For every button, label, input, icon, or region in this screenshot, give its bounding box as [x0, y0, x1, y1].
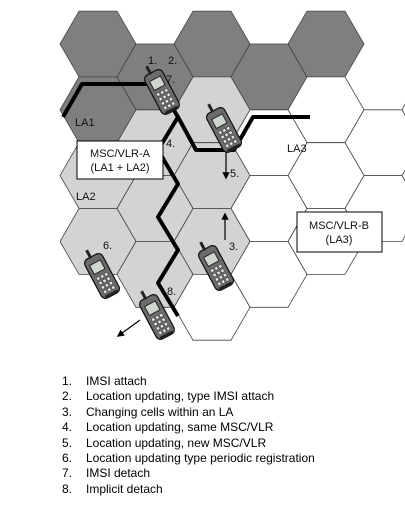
phone-icon [84, 249, 120, 299]
legend-item: 1. IMSI attach [62, 374, 315, 389]
phone-icon [139, 290, 175, 340]
legend-number: 1. [62, 374, 73, 388]
legend-text: Location updating, same MSC/VLR [86, 420, 274, 435]
msc-vlr-a-box: MSC/VLR-A (LA1 + LA2) [76, 140, 164, 180]
legend-number: 7. [62, 466, 73, 481]
legend-text: Location updating, new MSC/VLR [86, 435, 267, 450]
mobile-phones [84, 65, 242, 340]
step-marker-6: 6. [103, 240, 112, 252]
phone-icon [206, 103, 242, 153]
legend-item: 6. Location updating type periodic regist… [62, 451, 315, 466]
legend-item: 3. Changing cells within an LA [62, 405, 315, 420]
step-marker-5: 5. [230, 168, 239, 180]
step-marker-4: 4. [166, 138, 175, 150]
arrow-icon [116, 319, 141, 337]
legend-item: 8. Implicit detach [62, 482, 315, 497]
la1-label: LA1 [75, 117, 95, 129]
step-marker-1: 1. [148, 55, 157, 67]
legend-number: 6. [62, 451, 73, 466]
legend-text: IMSI detach [86, 466, 151, 481]
step-marker-2: 2. [168, 55, 177, 67]
msc-b-areas: (LA3) [326, 234, 353, 246]
msc-a-areas: (LA1 + LA2) [90, 162, 149, 174]
legend-text: Location updating, type IMSI attach [86, 389, 275, 404]
step-marker-7: 7. [166, 74, 175, 86]
legend-text: Implicit detach [86, 481, 163, 496]
location-area-diagram: LA1 LA2 LA3 MSC/VLR-A (LA1 + LA2) MSC/VL… [59, 10, 405, 341]
la2-label: LA2 [76, 191, 96, 203]
legend-number: 4. [62, 420, 73, 435]
legend-number: 5. [62, 435, 73, 450]
legend-text: Location updating type periodic registra… [86, 451, 315, 466]
legend-text: Changing cells within an LA [86, 404, 234, 419]
msc-a-title: MSC/VLR-A [90, 148, 151, 160]
legend-number: 3. [62, 404, 73, 419]
step-marker-8: 8. [167, 286, 176, 298]
la3-label: LA3 [287, 143, 307, 155]
msc-vlr-b-box: MSC/VLR-B (LA3) [296, 211, 383, 253]
legend-item: 7. IMSI detach [62, 466, 315, 481]
phone-icon [144, 65, 180, 115]
legend-item: 4. Location updating, same MSC/VLR [62, 420, 315, 435]
msc-b-title: MSC/VLR-B [309, 220, 369, 232]
legend-item: 5. Location updating, new MSC/VLR [62, 436, 315, 451]
step-marker-3: 3. [229, 241, 238, 253]
legend-list: 1. IMSI attach 2. Location updating, type … [62, 374, 315, 497]
legend-number: 2. [62, 389, 73, 404]
la1-la2-border-west [61, 82, 120, 118]
legend-text: IMSI attach [86, 374, 147, 388]
legend-number: 8. [62, 481, 73, 496]
legend-item: 2. Location updating, type IMSI attach [62, 389, 315, 404]
phone-icon [198, 241, 234, 291]
